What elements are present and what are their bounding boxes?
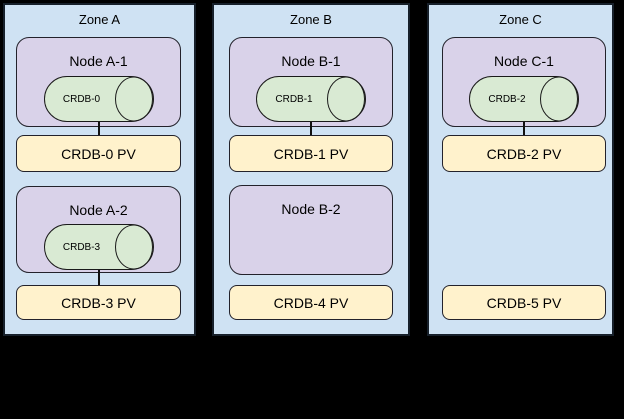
- pv-crdb-3: CRDB-3 PV: [16, 285, 181, 320]
- node-b-2-label: Node B-2: [281, 201, 341, 217]
- pv-crdb-3-label: CRDB-3 PV: [61, 294, 136, 311]
- crdb-2-cylinder-label: CRDB-2: [488, 93, 526, 105]
- node-a-1: Node A-1 CRDB-0: [16, 37, 181, 127]
- crdb-3-cylinder-label: CRDB-3: [62, 241, 101, 253]
- cylinder-shape-icon: [256, 76, 366, 122]
- node-a-1-label: Node A-1: [69, 53, 128, 69]
- pv-crdb-5: CRDB-5 PV: [442, 285, 606, 320]
- node-b-2: Node B-2: [229, 185, 393, 275]
- zone-b: Zone B Node B-1 CRDB-1 CRDB-1 PV Node B-…: [212, 3, 410, 336]
- pv-crdb-0-label: CRDB-0 PV: [61, 145, 136, 162]
- pv-crdb-1-label: CRDB-1 PV: [273, 145, 349, 162]
- zone-a-title: Zone A: [78, 12, 121, 27]
- connector-crdb-3-to-pv: [98, 270, 100, 285]
- node-b-1-label: Node B-1: [281, 53, 341, 69]
- cylinder-shape-icon: [43, 224, 154, 270]
- crdb-0-cylinder-label: CRDB-0: [62, 93, 101, 105]
- node-c-1-label: Node C-1: [494, 53, 554, 69]
- node-b-1: Node B-1 CRDB-1: [229, 37, 393, 127]
- connector-crdb-0-to-pv: [98, 122, 100, 135]
- pv-crdb-2-label: CRDB-2 PV: [486, 145, 562, 162]
- pv-crdb-2: CRDB-2 PV: [442, 135, 606, 172]
- crdb-1-cylinder: CRDB-1: [256, 76, 366, 122]
- zone-b-title: Zone B: [290, 12, 332, 27]
- zone-c: Zone C Node C-1 CRDB-2 CRDB-2 PV CRDB-5 …: [427, 3, 614, 336]
- pv-crdb-4: CRDB-4 PV: [229, 285, 393, 320]
- node-a-2: Node A-2 CRDB-3: [16, 186, 181, 273]
- pv-crdb-1: CRDB-1 PV: [229, 135, 393, 172]
- connector-crdb-1-to-pv: [310, 122, 312, 135]
- crdb-2-cylinder: CRDB-2: [469, 76, 579, 122]
- pv-crdb-5-label: CRDB-5 PV: [486, 294, 562, 311]
- zone-a: Zone A Node A-1 CRDB-0 CRDB-0 PV Node A-…: [3, 3, 196, 336]
- zone-c-title: Zone C: [499, 12, 542, 27]
- crdb-1-cylinder-label: CRDB-1: [275, 93, 313, 105]
- crdb-3-cylinder: CRDB-3: [43, 224, 154, 270]
- connector-crdb-2-to-pv: [523, 122, 525, 135]
- pv-crdb-0: CRDB-0 PV: [16, 135, 181, 172]
- node-c-1: Node C-1 CRDB-2: [442, 37, 606, 127]
- node-a-2-label: Node A-2: [69, 202, 128, 218]
- cylinder-shape-icon: [43, 76, 154, 122]
- pv-crdb-4-label: CRDB-4 PV: [273, 294, 349, 311]
- cylinder-shape-icon: [469, 76, 579, 122]
- crdb-0-cylinder: CRDB-0: [43, 76, 154, 122]
